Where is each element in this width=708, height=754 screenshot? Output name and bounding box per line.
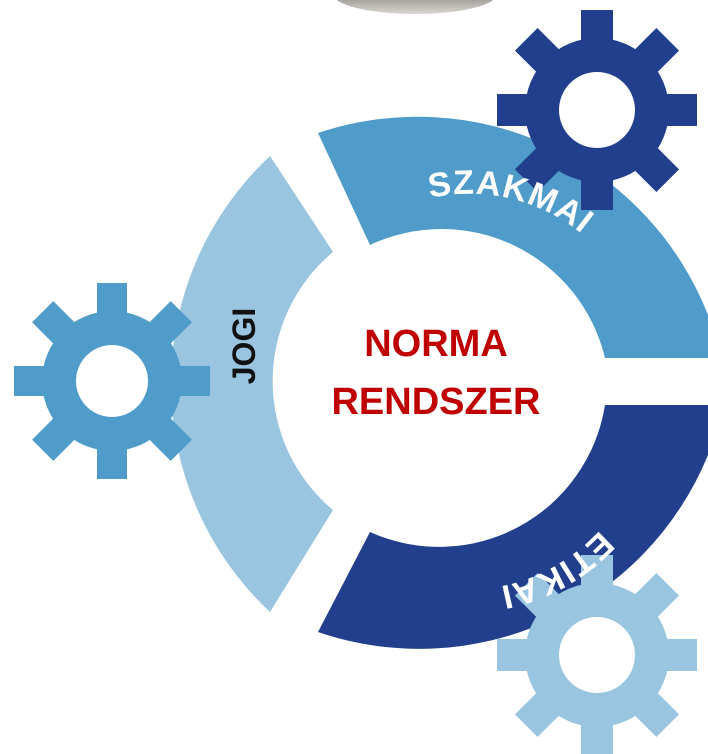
gear-left-icon — [14, 283, 210, 479]
gear-bottom-right-icon — [497, 555, 697, 754]
gear-top-right-icon — [497, 10, 697, 210]
segment-etikai — [318, 405, 708, 649]
segment-szakmai — [318, 116, 708, 358]
jogi-label: JOGI — [226, 308, 262, 384]
center-title-line2: RENDSZER — [331, 381, 540, 423]
segment-jogi — [170, 156, 333, 612]
center-title-line1: NORMA — [364, 323, 508, 365]
stone-image — [336, 0, 494, 14]
